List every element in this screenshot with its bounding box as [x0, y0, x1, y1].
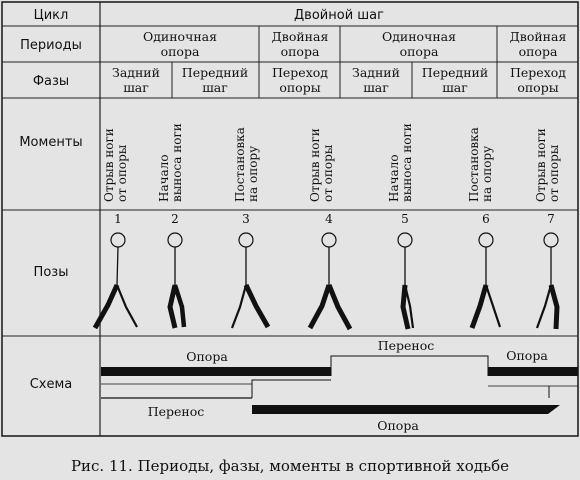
moment-label: Отрыв ногиот опоры: [308, 128, 335, 202]
scheme-label-lower-support: Опора: [377, 418, 419, 433]
moment-label: Началовыноса ноги: [157, 123, 184, 202]
moment-label: Отрыв ногиот опоры: [102, 128, 129, 202]
moment-label: Началовыноса ноги: [387, 123, 414, 202]
upper-transfer-outline: [330, 355, 489, 376]
pose-number: 5: [401, 212, 409, 226]
row-label-cycle: Цикл: [34, 8, 69, 23]
figure-caption: Рис. 11. Периоды, фазы, моменты в спорти…: [71, 457, 509, 475]
pose-number: 3: [242, 212, 250, 226]
upper-support-bar: [488, 367, 578, 376]
table-grid: [1, 1, 579, 437]
walker-figure-2: [167, 232, 187, 329]
upper-support-bar: [101, 367, 331, 376]
pose-number: 2: [171, 212, 179, 226]
moment-label: Отрыв ногиот опоры: [534, 128, 561, 202]
walker-figure-5: [397, 232, 415, 330]
moment-label: Постановкана опору: [467, 127, 494, 202]
row-label-phases: Фазы: [33, 74, 69, 89]
pose-number: 6: [482, 212, 490, 226]
scheme-label-upper-transfer: Перенос: [378, 338, 435, 353]
scheme-label-upper-support-2: Опора: [506, 348, 548, 363]
moment-label: Постановкана опору: [233, 127, 260, 202]
row-label-poses: Позы: [34, 265, 69, 280]
row-label-scheme: Схема: [30, 377, 73, 392]
row-label-periods: Периоды: [20, 38, 82, 53]
row-label-moments: Моменты: [19, 135, 82, 150]
pose-number: 1: [114, 212, 122, 226]
pose-number: 7: [547, 212, 555, 226]
scheme-diagram: Опора Перенос Опора Перенос Опора: [101, 338, 578, 433]
walker-figure-3: [230, 232, 271, 329]
pose-number: 4: [325, 212, 333, 226]
walker-figure-6: [469, 232, 502, 329]
pose-numbers: 1 2 3 4 5 6 7: [114, 212, 555, 226]
moments-row: Отрыв ногиот опоры Началовыноса ноги Пос…: [102, 123, 561, 202]
scheme-label-lower-transfer: Перенос: [148, 404, 205, 419]
cycle-value: Двойной шаг: [294, 8, 384, 23]
scheme-label-upper-support: Опора: [186, 349, 228, 364]
lower-support-bar: [252, 405, 560, 414]
walker-figures: [92, 232, 560, 331]
walker-figure-7: [535, 232, 560, 330]
lower-transfer-outline: [251, 379, 331, 398]
walker-figure-4: [307, 232, 353, 331]
walker-figure-1: [92, 232, 138, 330]
